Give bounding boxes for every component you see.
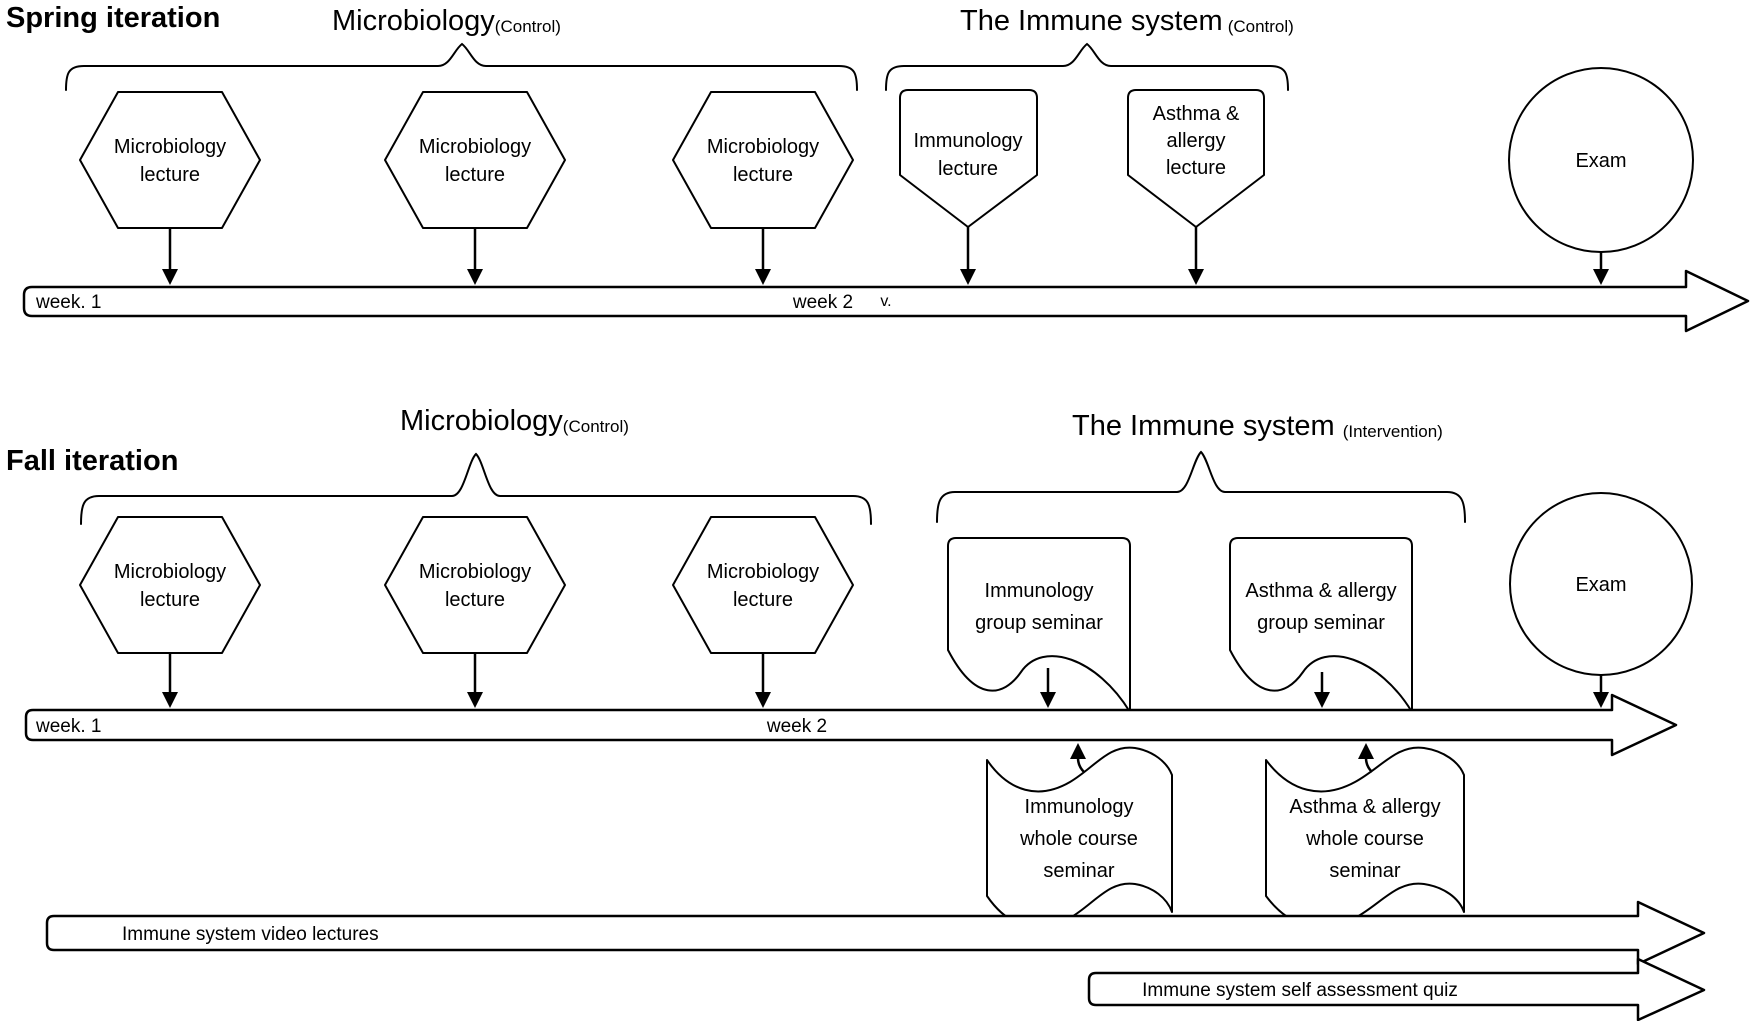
down-arrow-head — [1188, 269, 1204, 285]
hexagon-label-line2: lecture — [445, 589, 505, 611]
group-title-tag: (Control) — [495, 17, 561, 36]
flag-label-line2: whole course — [1019, 828, 1138, 850]
document-label-line2: group seminar — [1257, 612, 1385, 634]
hexagon-label-line2: lecture — [733, 589, 793, 611]
brace-immune-spring — [885, 42, 1289, 91]
pentagon-asthma-allergy-lecture — [1127, 89, 1265, 228]
exam-label: Exam — [1575, 574, 1626, 596]
up-arrow — [1076, 757, 1085, 773]
hexagon-microbiology-lecture — [384, 516, 566, 654]
timeline-note: v. — [880, 293, 891, 310]
down-arrow-head — [1593, 692, 1609, 708]
document-immunology-group-seminar — [947, 537, 1131, 713]
self-assessment-quiz-label: Immune system self assessment quiz — [1142, 980, 1458, 1001]
hexagon-label-line1: Microbiology — [707, 136, 819, 158]
down-arrow-head — [1314, 692, 1330, 708]
hexagon-label-line1: Microbiology — [419, 561, 531, 583]
self-assessment-quiz-arrow — [1087, 957, 1706, 1021]
hexagon-microbiology-lecture — [79, 516, 261, 654]
week-label: week 2 — [792, 292, 853, 313]
group-title-text: The Immune system — [960, 5, 1223, 37]
group-title-immune-fall: The Immune system (Intervention) — [1072, 410, 1443, 442]
hexagon-label-line2: lecture — [140, 589, 200, 611]
hexagon-label-line2: lecture — [140, 164, 200, 186]
flag-label-line3: seminar — [1043, 860, 1114, 882]
group-title-text: Microbiology — [332, 5, 495, 37]
flag-label-line3: seminar — [1329, 860, 1400, 882]
document-label-line1: Asthma & allergy — [1245, 580, 1396, 602]
pentagon-immunology-lecture — [899, 89, 1038, 228]
down-arrow-head — [755, 269, 771, 285]
exam-label: Exam — [1575, 150, 1626, 172]
pentagon-label-line1: Asthma & — [1153, 103, 1240, 125]
hexagon-label-line1: Microbiology — [114, 136, 226, 158]
timeline-arrow-fall — [24, 693, 1678, 757]
timeline-arrow-spring — [22, 269, 1750, 333]
up-arrow-head — [1070, 743, 1086, 759]
hexagon-label-line1: Microbiology — [419, 136, 531, 158]
hexagon-microbiology-lecture — [672, 516, 854, 654]
flag-label-line1: Immunology — [1025, 796, 1134, 818]
hexagon-label-line2: lecture — [733, 164, 793, 186]
week-label: week. 1 — [35, 716, 101, 737]
pentagon-label-line2: allergy — [1167, 130, 1226, 152]
group-title-tag: (Control) — [1228, 17, 1294, 36]
down-arrow-head — [162, 692, 178, 708]
hexagon-label-line1: Microbiology — [114, 561, 226, 583]
flag-label-line1: Asthma & allergy — [1289, 796, 1440, 818]
video-lectures-label: Immune system video lectures — [122, 924, 379, 945]
down-arrow-head — [467, 692, 483, 708]
brace-immune-fall — [936, 450, 1466, 523]
brace-microbiology-spring — [65, 42, 858, 91]
document-label-line1: Immunology — [985, 580, 1094, 602]
up-arrow — [1364, 757, 1373, 773]
pentagon-label-line1: Immunology — [914, 130, 1023, 152]
group-title-tag: (Control) — [563, 417, 629, 436]
group-title-microbiology-spring: Microbiology(Control) — [332, 5, 561, 37]
group-title-text: The Immune system — [1072, 410, 1335, 442]
down-arrow-head — [960, 269, 976, 285]
document-asthma-group-seminar — [1229, 537, 1413, 713]
section-title-spring: Spring iteration — [6, 2, 220, 34]
video-lectures-arrow — [45, 900, 1706, 966]
hexagon-microbiology-lecture — [79, 91, 261, 229]
pentagon-label-line2: lecture — [938, 158, 998, 180]
week-label: week 2 — [766, 716, 827, 737]
group-title-immune-spring: The Immune system (Control) — [960, 5, 1294, 37]
hexagon-label-line2: lecture — [445, 164, 505, 186]
down-arrow-head — [1040, 692, 1056, 708]
brace-microbiology-fall — [80, 452, 872, 525]
up-arrow-head — [1358, 743, 1374, 759]
hexagon-microbiology-lecture — [672, 91, 854, 229]
down-arrow-head — [1593, 269, 1609, 285]
group-title-microbiology-fall: Microbiology(Control) — [400, 405, 629, 437]
pentagon-label-line3: lecture — [1166, 157, 1226, 179]
group-title-text: Microbiology — [400, 405, 563, 437]
section-title-fall: Fall iteration — [6, 445, 178, 477]
hexagon-microbiology-lecture — [384, 91, 566, 229]
down-arrow-head — [467, 269, 483, 285]
group-title-tag: (Intervention) — [1343, 422, 1443, 441]
down-arrow-head — [162, 269, 178, 285]
hexagon-label-line1: Microbiology — [707, 561, 819, 583]
week-label: week. 1 — [35, 292, 101, 313]
document-label-line2: group seminar — [975, 612, 1103, 634]
flag-label-line2: whole course — [1305, 828, 1424, 850]
down-arrow-head — [755, 692, 771, 708]
